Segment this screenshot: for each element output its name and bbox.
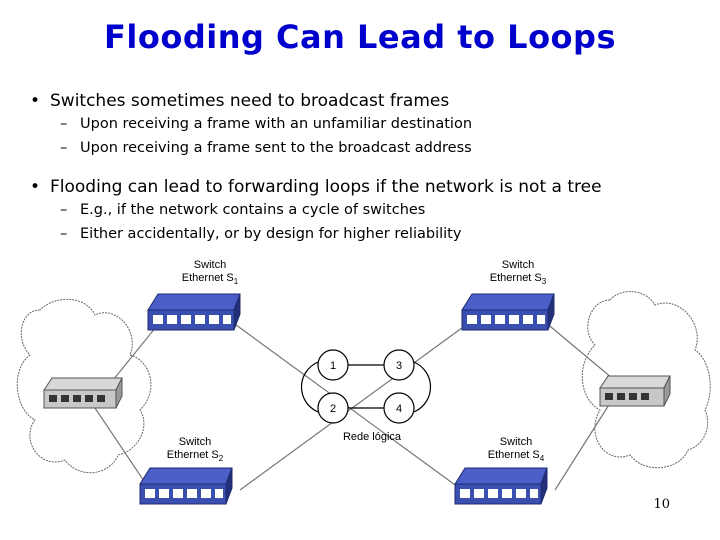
link-s3-s2 (239, 321, 471, 491)
logical-network-caption: Rede lógica (343, 431, 402, 443)
link-hub-left-s2 (94, 407, 151, 491)
hub-right (599, 375, 671, 407)
bullet-1-text: Switches sometimes need to broadcast fra… (50, 91, 450, 111)
link-s3-hub-right (544, 321, 613, 379)
sub-bullet-2-1: –E.g., if the network contains a cycle o… (60, 198, 602, 222)
switch-s2-label-line2: Ethernet S2 (167, 449, 224, 463)
logical-node-2-label: 2 (330, 403, 336, 415)
bullet-2-text: Flooding can lead to forwarding loops if… (50, 177, 602, 197)
sub-bullet-2-2: –Either accidentally, or by design for h… (60, 222, 602, 246)
switch-s3-label-line1: Switch (502, 259, 534, 271)
switch-s1 (147, 293, 241, 331)
sub-bullet-1-1: –Upon receiving a frame with an unfamili… (60, 112, 472, 136)
bullet-dot: • (30, 91, 41, 111)
logical-node-3 (383, 349, 415, 381)
link-hub-right-s4 (554, 399, 613, 491)
slide-title: Flooding Can Lead to Loops (104, 18, 616, 56)
right-cloud (581, 291, 711, 469)
logical-node-1-label: 1 (330, 360, 336, 372)
switch-s4-label-line2: Ethernet S4 (488, 449, 545, 463)
logical-node-4-label: 4 (396, 403, 402, 415)
sub-bullet-1-1-text: Upon receiving a frame with an unfamilia… (80, 116, 473, 132)
logical-node-1 (317, 349, 349, 381)
logical-node-4 (383, 392, 415, 424)
logical-link-1-2 (301, 361, 319, 413)
switch-s2 (139, 467, 233, 505)
switch-s3-label-line2: Ethernet S3 (490, 272, 547, 286)
logical-node-3-label: 3 (396, 360, 402, 372)
bullet-group-1: • Switches sometimes need to broadcast fr… (30, 90, 472, 160)
bullet-1: • Switches sometimes need to broadcast fr… (30, 90, 472, 112)
sub-bullet-1-2: –Upon receiving a frame sent to the broa… (60, 136, 472, 160)
sub-dash: – (60, 226, 68, 242)
logical-network: 1 3 2 4 Rede lógica (301, 349, 431, 443)
switch-s4 (454, 467, 548, 505)
switch-s1-label-line1: Switch (194, 259, 226, 271)
switch-s4-label-line1: Switch (500, 436, 532, 448)
sub-bullet-2-2-text: Either accidentally, or by design for hi… (80, 226, 462, 242)
hub-left (43, 377, 123, 409)
logical-node-2 (317, 392, 349, 424)
bullet-dot: • (30, 177, 41, 197)
sub-dash: – (60, 202, 68, 218)
network-diagram: Switch Ethernet S1 Switch Ethernet S3 Sw… (16, 259, 711, 505)
switch-s1-label-line2: Ethernet S1 (182, 272, 239, 286)
bullet-group-2: • Flooding can lead to forwarding loops i… (30, 176, 602, 246)
switch-s3 (461, 293, 555, 331)
sub-dash: – (60, 140, 68, 156)
sub-dash: – (60, 116, 68, 132)
sub-bullet-1-2-text: Upon receiving a frame sent to the broad… (80, 140, 472, 156)
sub-bullet-2-1-text: E.g., if the network contains a cycle of… (80, 202, 426, 218)
page-number: 10 (653, 497, 670, 512)
bullet-2: • Flooding can lead to forwarding loops i… (30, 176, 602, 198)
logical-link-3-4 (413, 361, 431, 413)
left-cloud (16, 298, 152, 474)
switch-s2-label-line1: Switch (179, 436, 211, 448)
